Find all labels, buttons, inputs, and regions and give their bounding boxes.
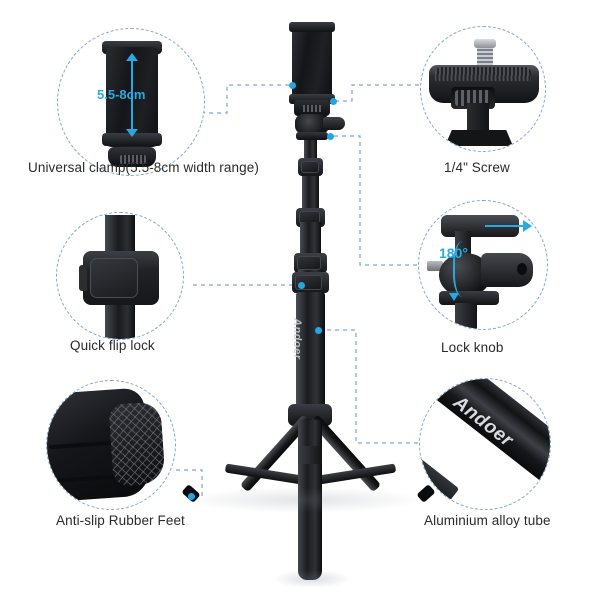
node-rubber-feet: [188, 493, 195, 500]
clamp-knurl: [120, 155, 146, 164]
callout-label-anti-slip-rubber-feet: Anti-slip Rubber Feet: [56, 513, 185, 528]
clamp-jaw-bottom: [102, 133, 162, 146]
flip-lock-tube-lower: [105, 301, 135, 339]
phone-clamp-jaw-top: [289, 22, 335, 32]
flip-lock-lever-3: [297, 256, 321, 270]
callout-label-lock-knob: Lock knob: [441, 340, 504, 355]
phone-clamp-knurl: [303, 105, 321, 112]
node-screw: [330, 98, 337, 105]
callout-label-quick-flip-lock: Quick flip lock: [70, 338, 155, 353]
callout-label-aluminium-alloy-tube: Aluminium alloy tube: [424, 513, 551, 528]
screw-thread: [477, 43, 493, 71]
callout-circle-lock-knob: 180°: [418, 200, 548, 330]
phone-clamp-jaw-bottom: [289, 94, 335, 104]
phone-clamp-body: [292, 26, 332, 104]
callout-circle-aluminium-tube: Andoer: [419, 378, 551, 510]
tilt-arrow-head-icon: [523, 220, 532, 232]
screw-stem: [467, 103, 489, 133]
width-arrow-up-icon: [126, 53, 138, 61]
callout-circle-quick-flip-lock: [56, 212, 184, 340]
lock-knob-angle-annotation: 180°: [439, 245, 468, 261]
flip-lock-tab: [79, 265, 87, 291]
rubber-foot-pad: [108, 401, 166, 487]
flip-lock-lever: [90, 258, 138, 298]
width-dimension-line: [131, 59, 133, 135]
ball-head-collar: [296, 132, 328, 140]
lock-knob-stud: [427, 261, 443, 271]
callout-label-quarter-inch-screw: 1/4" Screw: [444, 160, 510, 175]
callout-circle-rubber-feet: [46, 380, 176, 510]
flip-lock-lever-1: [301, 161, 319, 173]
ground-shadow: [185, 487, 425, 513]
flip-lock-tube-upper: [105, 215, 135, 257]
screw-head: [474, 39, 496, 48]
center-column-shadow: [272, 570, 352, 588]
aluminium-tube-secondary: [420, 414, 460, 509]
ball-head-knob: [323, 117, 345, 130]
rotation-arrow-head-icon: [449, 293, 459, 301]
screw-foot: [445, 130, 513, 146]
rotation-arc-icon: [453, 241, 477, 297]
center-column-band: [298, 446, 322, 464]
node-quick-flip-lock: [298, 282, 305, 289]
width-arrow-down-icon: [126, 129, 138, 137]
node-universal-clamp: [289, 82, 296, 89]
tilt-arrow-line-icon: [485, 225, 525, 227]
node-lock-knob: [327, 133, 334, 140]
ball-head: [295, 114, 329, 134]
lock-knob-post: [455, 303, 477, 329]
screw-plate-ridges: [435, 67, 531, 81]
node-aluminium-tube: [315, 327, 322, 334]
screw-adjust-knob: [455, 90, 491, 106]
callout-label-universal-clamp: Universal clamp(5.5-8cm width range): [28, 160, 259, 175]
callout-circle-screw: [420, 26, 546, 152]
product-brand-vertical: Andoer: [291, 318, 303, 360]
callout-circle-universal-clamp: 5.5-8cm: [57, 28, 205, 176]
tube-segment-main: [296, 292, 325, 412]
lock-knob-hole: [517, 263, 527, 275]
clamp-width-annotation: 5.5-8cm: [97, 87, 146, 102]
